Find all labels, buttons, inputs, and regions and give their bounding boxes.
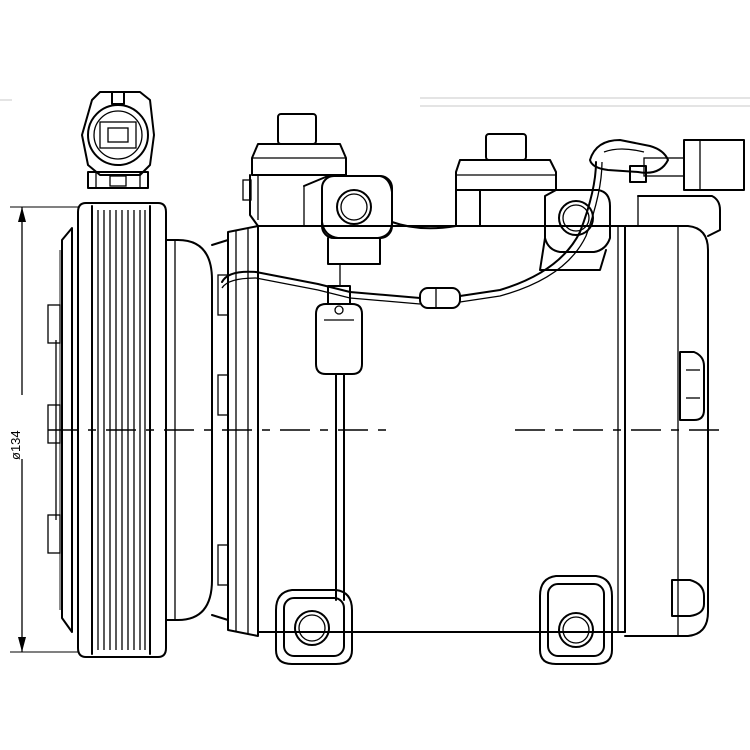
diameter-dimension-label: ø134	[8, 430, 23, 460]
bottom-mount-ear-left	[275, 589, 353, 665]
front-flange	[227, 225, 259, 637]
top-mount-ear-left	[303, 175, 457, 265]
compressor-body	[257, 225, 626, 633]
electrical-connector-icon	[643, 139, 745, 191]
top-mount-ear-right	[539, 189, 611, 271]
connector-plug-icon	[81, 91, 155, 189]
pulley	[77, 202, 167, 658]
pulley-grooves	[97, 210, 146, 650]
wire-harness	[221, 139, 669, 309]
bottom-mount-ear-right	[539, 575, 613, 665]
rear-housing	[624, 195, 721, 637]
service-port-left	[242, 113, 347, 227]
diameter-dimension: ø134	[4, 206, 78, 653]
service-port-right	[455, 133, 557, 227]
pressure-switch	[315, 264, 363, 601]
clutch-front-plate	[47, 227, 73, 633]
background-ghost-lines	[0, 97, 750, 107]
clutch-coil-housing	[165, 239, 229, 621]
